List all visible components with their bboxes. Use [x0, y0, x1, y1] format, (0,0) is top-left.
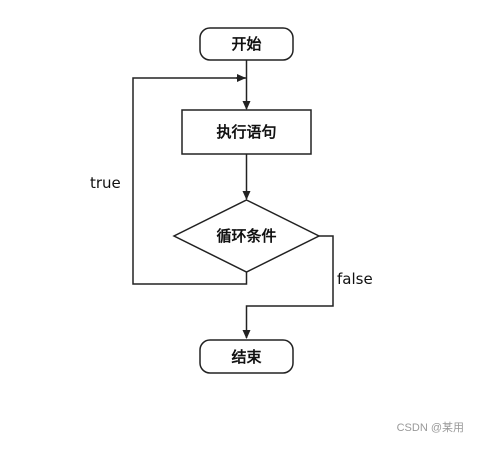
- edge-false-branch: [242, 235, 334, 339]
- process-node-label: 执行语句: [216, 123, 276, 141]
- end-node-label: 结束: [231, 348, 262, 366]
- process-node-shape: [181, 109, 312, 155]
- start-node: 开始: [199, 27, 294, 61]
- false-label: false: [337, 270, 373, 288]
- start-node-label: 开始: [231, 35, 261, 53]
- true-label: true: [90, 174, 121, 192]
- condition-node: 循环条件: [172, 199, 321, 273]
- end-node-shape: [199, 339, 294, 374]
- watermark-text: CSDN @某用: [396, 422, 464, 434]
- process-node: 执行语句: [181, 109, 312, 155]
- edge-true-loop: [132, 77, 248, 285]
- condition-node-label: 循环条件: [216, 227, 276, 245]
- end-node: 结束: [199, 339, 294, 374]
